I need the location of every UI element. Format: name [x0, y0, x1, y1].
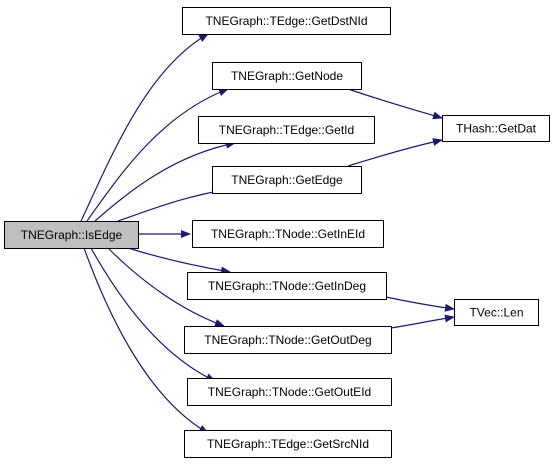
edge-isedge-to-tedge_getid [94, 140, 236, 222]
node-label-tvec_len: TVec::Len [469, 306, 523, 320]
edge-isedge-to-getdstnid [80, 33, 209, 222]
node-box-getdstnid [182, 7, 391, 35]
node-label-getnode: TNEGraph::GetNode [231, 69, 343, 83]
node-getindeg[interactable]: TNEGraph::TNode::GetInDeg [187, 272, 387, 300]
node-getouteid[interactable]: TNEGraph::TNode::GetOutEId [187, 378, 392, 406]
edge-getoutdeg-to-tvec_len [390, 314, 455, 329]
edge-isedge-to-getsrcnid [83, 247, 209, 434]
node-thash_getdat[interactable]: THash::GetDat [442, 115, 550, 142]
node-label-isedge: TNEGraph::IsEdge [21, 228, 123, 242]
node-box-thash_getdat [442, 115, 550, 142]
node-label-getdstnid: TNEGraph::TEdge::GetDstNId [205, 14, 367, 28]
nodes-layer: TNEGraph::IsEdge TNEGraph::TEdge::GetDstN… [4, 7, 550, 458]
node-box-getnode [212, 62, 362, 90]
edge-getedge-to-thash_getdat [347, 138, 443, 167]
edge-isedge-to-getindeg [127, 247, 231, 275]
node-label-getindeg: TNEGraph::TNode::GetInDeg [208, 279, 366, 293]
node-box-tedge_getid [198, 116, 375, 144]
node-label-getoutdeg: TNEGraph::TNode::GetOutDeg [204, 333, 371, 347]
node-getedge[interactable]: TNEGraph::GetEdge [212, 166, 362, 194]
node-label-getouteid: TNEGraph::TNode::GetOutEId [208, 385, 371, 399]
node-label-getineid: TNEGraph::TNode::GetInEId [211, 227, 365, 241]
node-getineid[interactable]: TNEGraph::TNode::GetInEId [192, 220, 384, 248]
node-box-isedge [4, 221, 139, 249]
node-getsrcnid[interactable]: TNEGraph::TEdge::GetSrcNId [184, 430, 392, 458]
node-box-getoutdeg [184, 326, 392, 354]
node-getnode[interactable]: TNEGraph::GetNode [212, 62, 362, 90]
node-getoutdeg[interactable]: TNEGraph::TNode::GetOutDeg [184, 326, 392, 354]
node-isedge[interactable]: TNEGraph::IsEdge [4, 221, 139, 249]
edges-layer [80, 33, 455, 434]
node-label-thash_getdat: THash::GetDat [456, 122, 537, 136]
edge-isedge-to-getnode [86, 88, 229, 222]
node-label-getsrcnid: TNEGraph::TEdge::GetSrcNId [207, 437, 369, 451]
node-box-getindeg [187, 272, 387, 300]
edge-getnode-to-thash_getdat [347, 88, 443, 120]
node-box-getedge [212, 166, 362, 194]
node-box-tvec_len [454, 299, 539, 326]
node-tedge_getid[interactable]: TNEGraph::TEdge::GetId [198, 116, 375, 144]
node-label-getedge: TNEGraph::GetEdge [231, 173, 343, 187]
edge-isedge-to-getoutdeg [107, 247, 225, 327]
node-box-getineid [192, 220, 384, 248]
edge-isedge-to-getouteid [90, 247, 216, 382]
node-tvec_len[interactable]: TVec::Len [454, 299, 539, 326]
edge-getindeg-to-tvec_len [385, 296, 455, 312]
node-getdstnid[interactable]: TNEGraph::TEdge::GetDstNId [182, 7, 391, 35]
node-label-tedge_getid: TNEGraph::TEdge::GetId [219, 123, 354, 137]
node-box-getouteid [187, 378, 392, 406]
node-box-getsrcnid [184, 430, 392, 458]
